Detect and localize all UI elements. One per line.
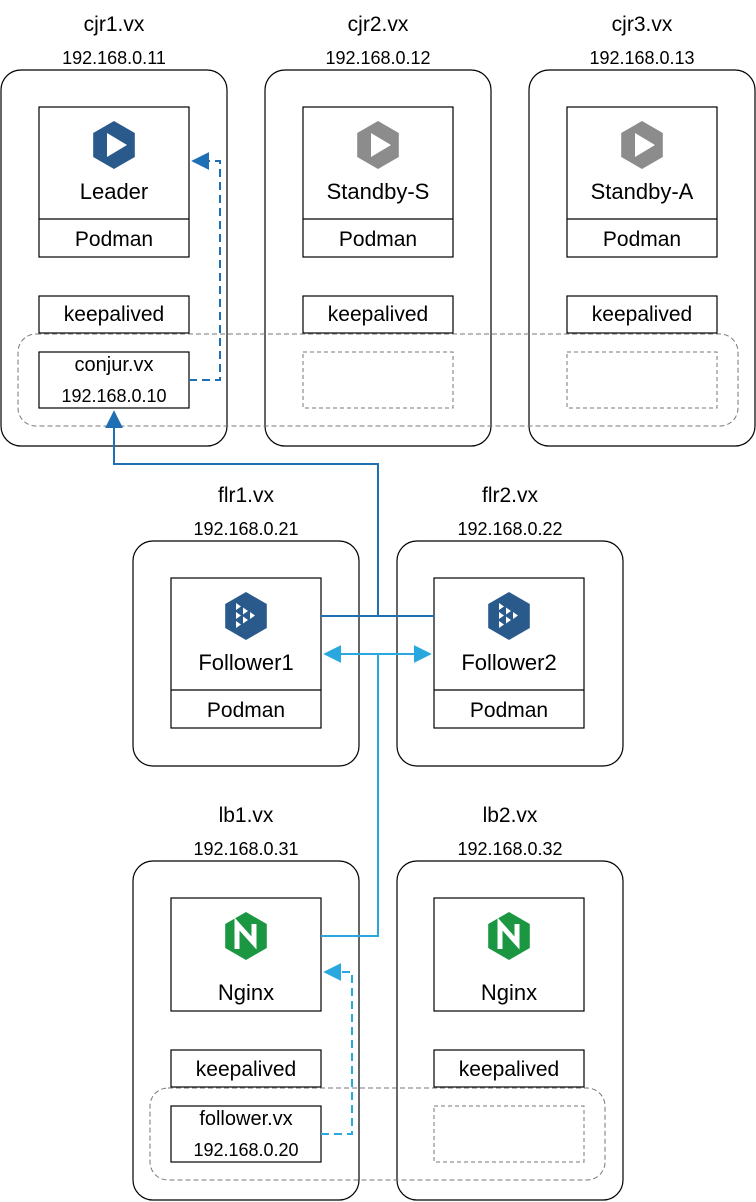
conjur-leader-icon [93,121,135,169]
container-role: Leader [80,179,149,204]
conjur-standby-icon [357,121,399,169]
host-cjr1: cjr1.vx 192.168.0.11 Leader Podman keepa… [0,13,228,447]
host-ip: 192.168.0.21 [193,519,298,539]
vip-ip: 192.168.0.20 [193,1140,298,1160]
nginx-icon [225,912,267,960]
host-name: flr1.vx [218,484,275,507]
host-cjr2: cjr2.vx 192.168.0.12 Standby-S Podman ke… [264,13,492,447]
host-box [396,860,624,1201]
host-name: lb2.vx [483,804,538,827]
host-flr2: flr2.vx 192.168.0.22 Follower2 Podman [396,484,624,767]
host-lb1: lb1.vx 192.168.0.31 Nginx keepalived [132,804,360,1201]
conjur-follower-icon [488,592,530,640]
host-lb2: lb2.vx 192.168.0.32 Nginx keepalived [396,804,624,1201]
runtime-label: Podman [207,699,285,722]
vip-to-leader-arrow [189,152,221,381]
container-role: Standby-A [591,179,694,204]
vip-name: conjur.vx [75,354,154,376]
host-name: cjr3.vx [612,13,673,36]
conjur-follower-icon [225,592,267,640]
runtime-label: Podman [75,228,153,251]
container-role: Standby-S [327,179,430,204]
keepalived-label: keepalived [459,1058,559,1081]
runtime-label: Podman [470,699,548,722]
host-cjr3: cjr3.vx 192.168.0.13 Standby-A Podman ke… [528,13,756,447]
container-role: Nginx [481,980,537,1005]
host-name: lb1.vx [219,804,274,827]
host-box [264,69,492,447]
vip-ip: 192.168.0.10 [61,386,166,406]
host-name: cjr1.vx [84,13,145,36]
keepalived-box [38,295,190,334]
vip-placeholder [302,351,454,409]
nginx-to-followers-line [321,654,379,937]
nginx-icon [488,912,530,960]
host-ip: 192.168.0.32 [457,839,562,859]
host-ip: 192.168.0.12 [325,48,430,68]
container-role: Follower2 [461,650,556,675]
vip-placeholder [566,351,718,409]
keepalived-label: keepalived [592,303,692,326]
keepalived-box [433,1049,585,1088]
host-ip: 192.168.0.31 [193,839,298,859]
keepalived-box [566,295,718,334]
container-role: Follower1 [198,650,293,675]
vip-box-follower [170,1105,322,1163]
vip-to-nginx-arrow [321,963,353,1135]
host-box [132,860,360,1201]
runtime-label: Podman [603,228,681,251]
vip-group-conjur [17,333,739,427]
keepalived-label: keepalived [64,303,164,326]
keepalived-box [170,1049,322,1088]
host-ip: 192.168.0.11 [62,48,166,68]
vip-group-follower [149,1087,606,1181]
runtime-label: Podman [339,228,417,251]
host-name: flr2.vx [482,484,539,507]
host-flr1: flr1.vx 192.168.0.21 Follower1 Podman [132,484,360,767]
vip-name: follower.vx [199,1108,292,1130]
host-ip: 192.168.0.22 [457,519,562,539]
keepalived-box [302,295,454,334]
vip-placeholder [433,1105,585,1163]
keepalived-label: keepalived [328,303,428,326]
host-box [528,69,756,447]
followers-to-conjur-vip-arrow [105,410,379,616]
keepalived-label: keepalived [196,1058,296,1081]
container-role: Nginx [218,980,274,1005]
host-ip: 192.168.0.13 [589,48,694,68]
conjur-standby-icon [621,121,663,169]
host-name: cjr2.vx [348,13,409,36]
